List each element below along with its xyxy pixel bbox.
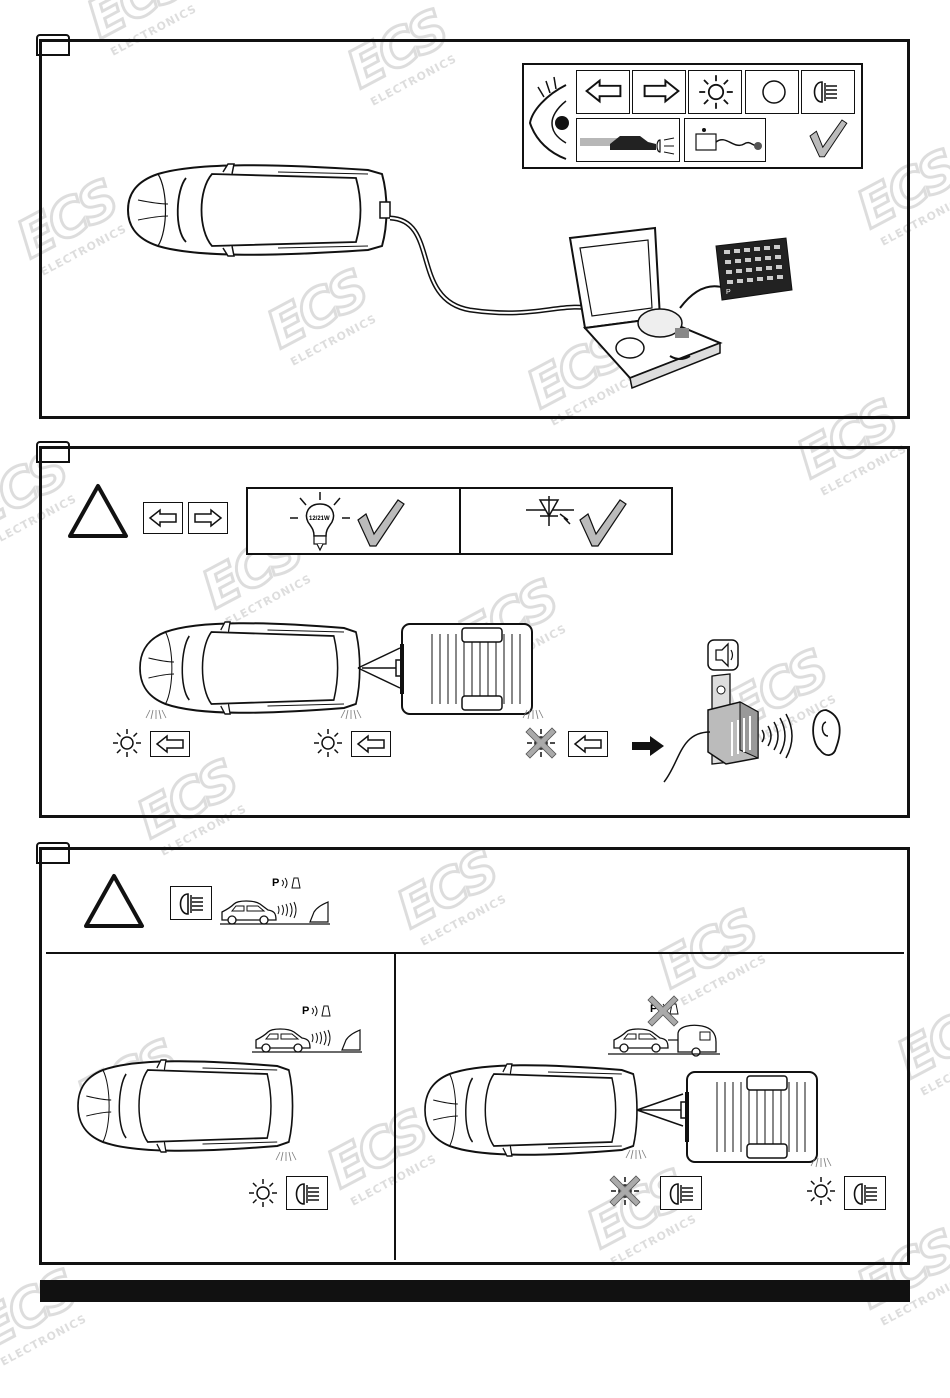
arrow-left-icon [574,735,602,753]
lamp-icon [698,74,734,110]
car-with-trailer [139,621,534,716]
tester-cable [389,215,601,316]
parking-label: P [650,1003,657,1015]
lamp-icon [248,1178,278,1208]
parking-label: P [302,1005,309,1017]
check-icon [357,499,405,547]
tester-keypad: P [715,237,793,301]
fog-lamp-icon [179,893,204,915]
x-cross-icon [525,727,557,759]
parking-label: P [272,877,279,889]
footer-bar [40,1280,910,1302]
arrow-left-icon [585,79,622,103]
divider [394,954,396,1260]
parking-sensor-icon: P [220,877,330,925]
bulb-wattage-label: 12/21W [309,516,330,522]
arrow-left-icon [149,509,177,527]
car-with-trailer [424,1063,819,1164]
fog-lamp-icon [813,81,838,103]
brake-light-icon [762,80,786,104]
panel-bulb-check [39,446,910,818]
arrow-right-icon [194,509,222,527]
fog-box [801,70,855,114]
eye-icon [528,76,569,160]
plug-module-icon [695,128,762,151]
fog-lamp-icon [295,1183,320,1205]
divider [46,952,904,954]
light-glow [625,1149,647,1160]
buzzer-module [663,639,841,783]
arrow-left-icon [156,735,184,753]
fog-lamp-icon [669,1183,694,1205]
tester-case [568,226,726,390]
car-top-view [127,163,391,257]
led-icon [526,496,574,526]
x-cross-icon [609,1175,641,1207]
lamp-icon [112,728,142,758]
panel-fog-light-parking [39,847,910,1265]
keypad-label: P [726,289,731,296]
lamp-icon [313,728,343,758]
bulb-icon: 12/21W [290,492,350,552]
parking-sensor-icon: P [252,1005,362,1053]
warning-triangle-icon [84,874,144,928]
panel-test-connection [39,39,910,419]
light-glow [275,1151,297,1162]
arrow-right-icon [643,79,680,103]
light-glow [145,709,167,720]
arrow-left-icon [357,735,385,753]
light-glow [810,1157,832,1168]
check-icon [579,499,627,547]
warning-triangle-icon [68,484,128,538]
car-top-view [77,1059,294,1153]
car-lights-icon [580,136,675,155]
parking-sensor-off-icon: P [608,995,720,1057]
arrow-right-icon [632,736,664,756]
fog-lamp-icon [853,1183,878,1205]
divider [459,487,461,555]
light-glow [522,709,544,720]
lamp-icon [806,1176,836,1206]
light-glow [340,709,362,720]
check-icon [809,119,848,158]
